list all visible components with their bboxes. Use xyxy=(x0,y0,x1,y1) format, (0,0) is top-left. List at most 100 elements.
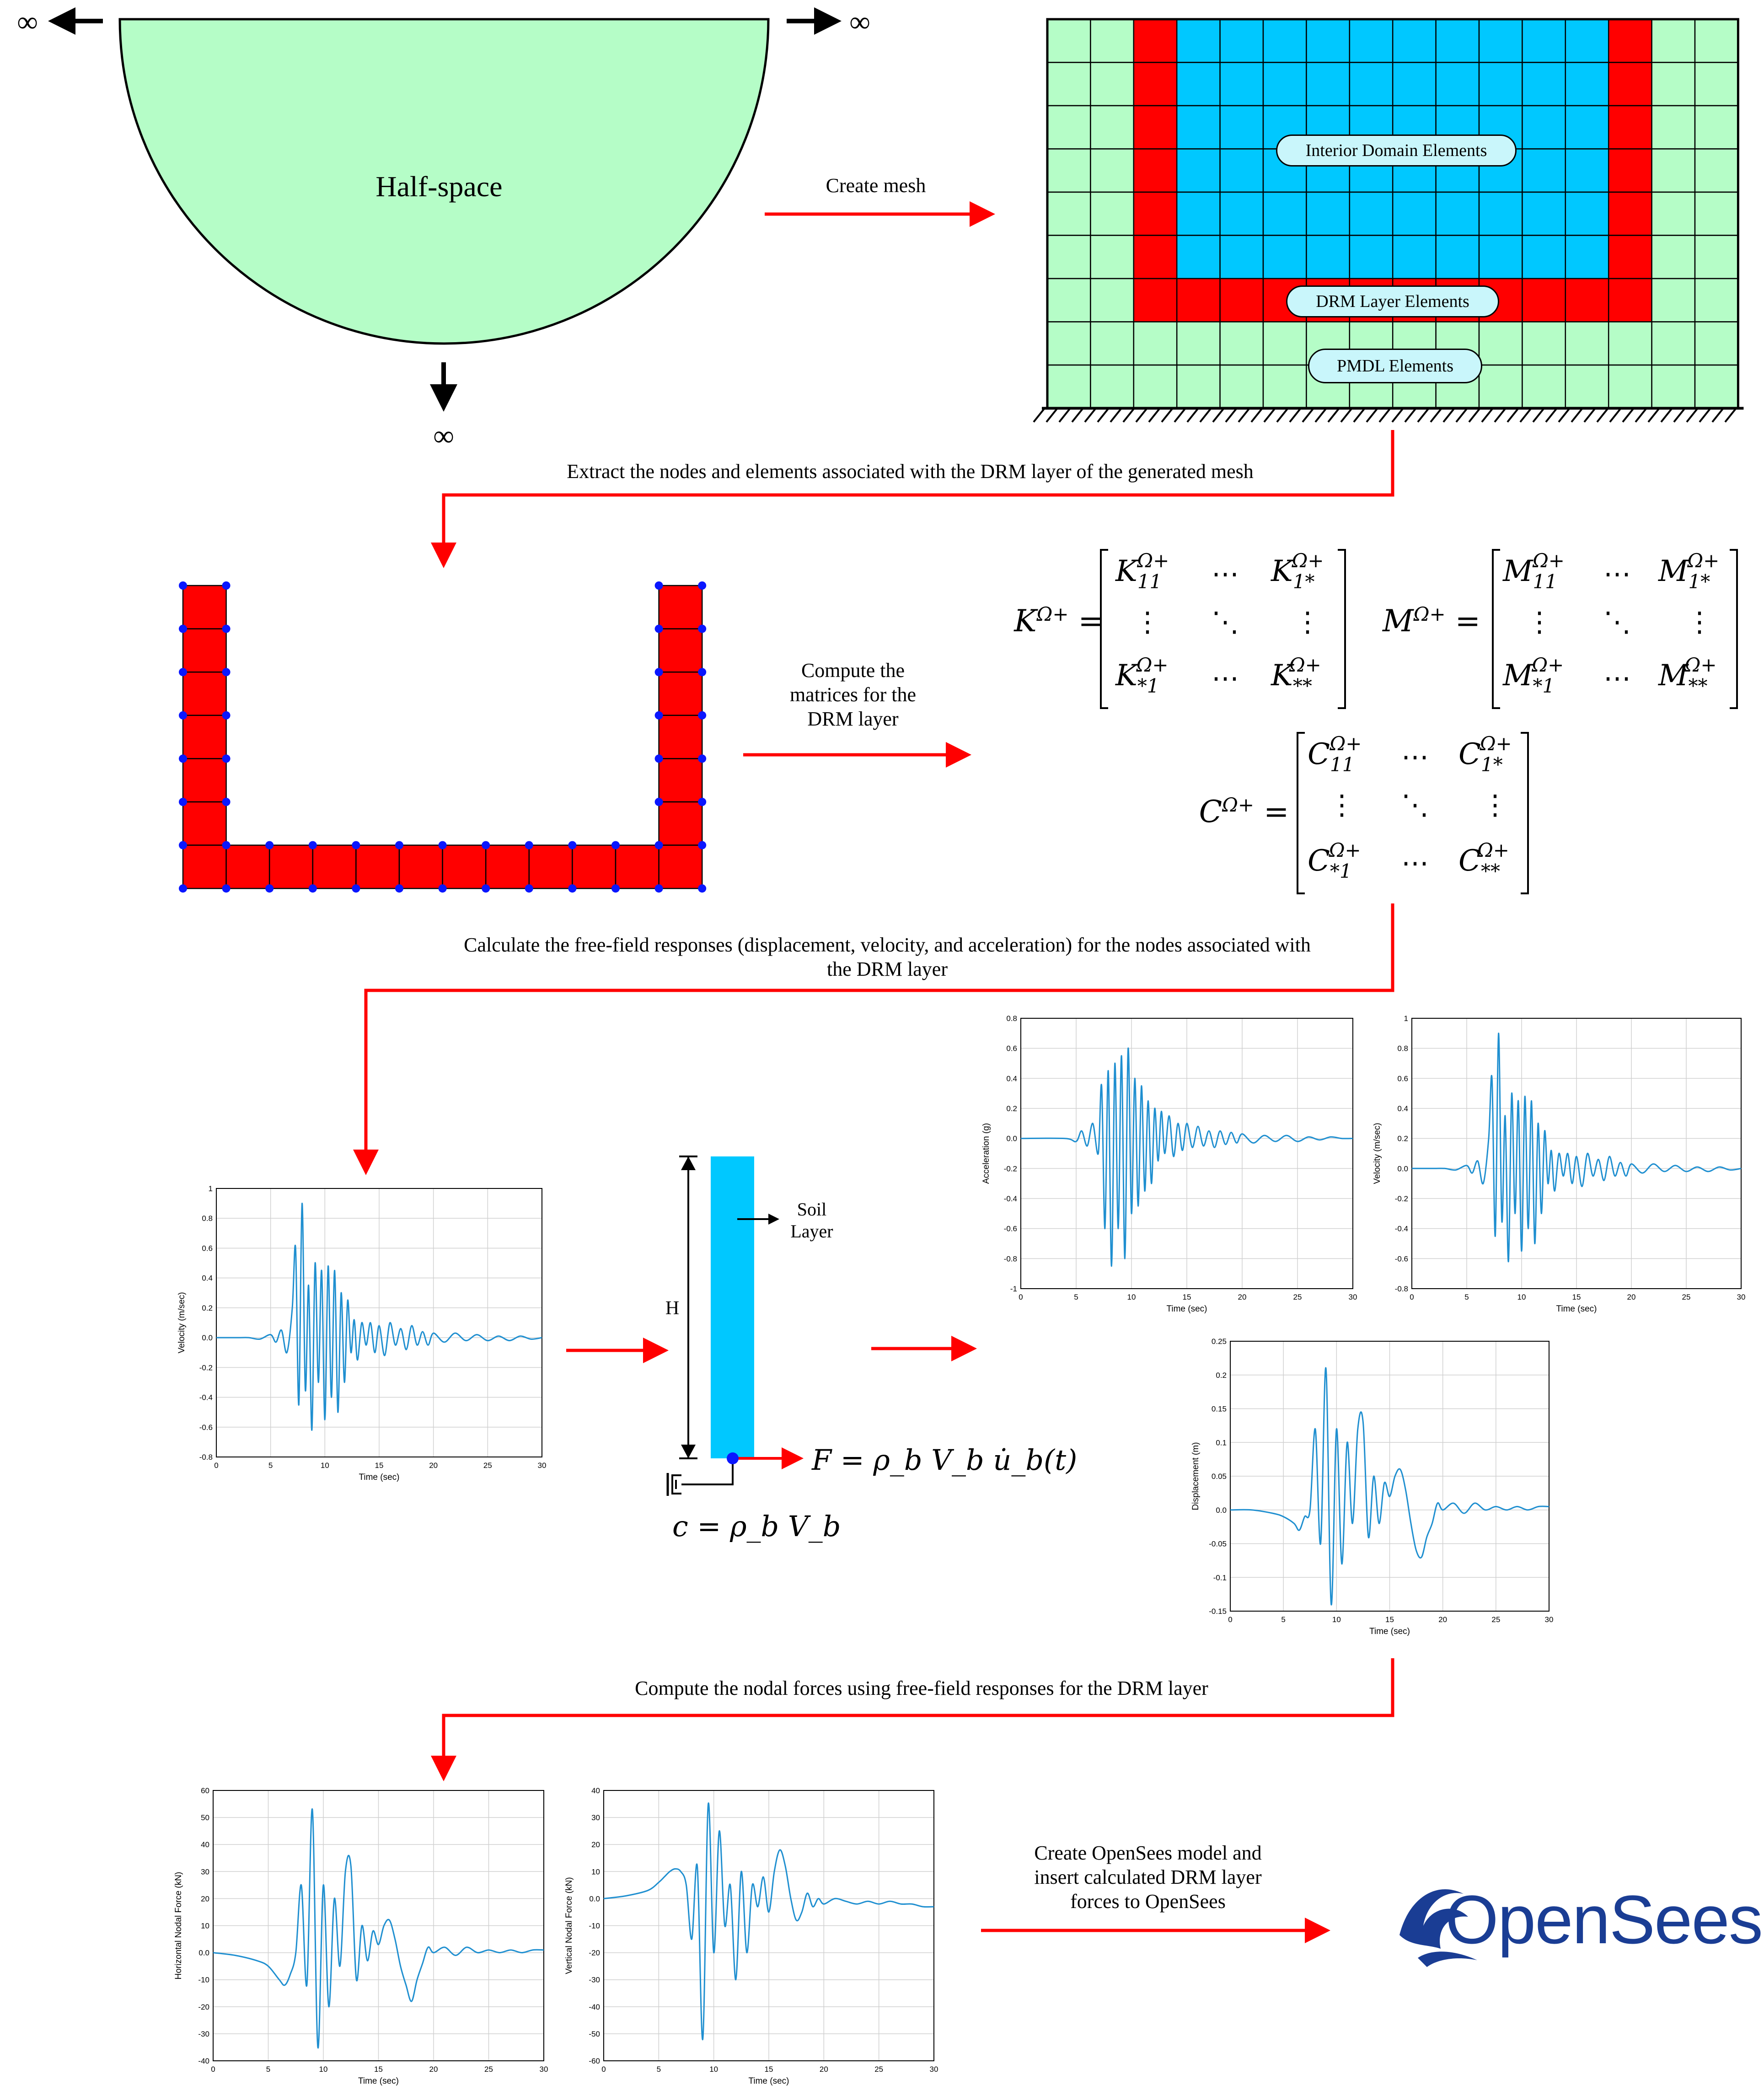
mesh-cell xyxy=(1176,62,1221,107)
drm-node xyxy=(179,841,187,849)
x-tick-label: 20 xyxy=(820,2065,828,2074)
y-tick-label: -0.6 xyxy=(199,1423,213,1432)
mesh-cell xyxy=(1219,278,1264,323)
drm-node xyxy=(352,884,360,893)
mesh-cell xyxy=(1262,105,1307,150)
mesh-cell xyxy=(1176,18,1221,63)
support-hatch xyxy=(1622,408,1635,423)
mesh-cell xyxy=(1392,105,1437,150)
mesh-cell xyxy=(1046,321,1091,366)
drm-node xyxy=(698,668,707,677)
x-tick-label: 15 xyxy=(1572,1293,1581,1301)
drm-node xyxy=(525,841,533,849)
y-tick-label: -0.6 xyxy=(1395,1254,1408,1263)
mesh-cell xyxy=(1392,18,1437,63)
y-tick-label: 0.8 xyxy=(1006,1014,1017,1023)
mesh-cell xyxy=(1608,364,1652,409)
mesh-cell xyxy=(1392,321,1437,366)
mesh-cell xyxy=(1176,364,1221,409)
support-hatch xyxy=(1199,408,1212,423)
support-hatch xyxy=(1673,408,1686,423)
y-tick-label: -40 xyxy=(589,2003,600,2011)
mesh-cell xyxy=(1478,191,1523,236)
x-tick-label: 0 xyxy=(214,1461,218,1470)
support-hatch xyxy=(1583,408,1596,423)
mesh-cell xyxy=(1651,105,1696,150)
drm-node xyxy=(568,884,577,893)
mesh-cell xyxy=(1133,321,1178,366)
mesh-cell xyxy=(1608,321,1652,366)
support-hatch xyxy=(1430,408,1442,423)
y-tick-label: 10 xyxy=(201,1922,209,1930)
mesh-cell xyxy=(1694,278,1739,323)
halfspace-shape xyxy=(118,18,770,345)
x-tick-label: 10 xyxy=(1332,1615,1341,1624)
mesh-cell xyxy=(1219,62,1264,107)
mesh-cell xyxy=(1694,191,1739,236)
x-tick-label: 25 xyxy=(874,2065,883,2074)
support-hatch xyxy=(1033,408,1046,423)
drm-node xyxy=(654,624,663,633)
mesh-cell xyxy=(1478,278,1523,323)
mesh-cell xyxy=(1219,191,1264,236)
y-tick-label: 30 xyxy=(591,1813,600,1822)
y-tick-label: 0.25 xyxy=(1212,1337,1227,1346)
drm-node xyxy=(654,754,663,763)
mesh-cell xyxy=(1262,148,1307,193)
mesh-cell xyxy=(1349,235,1394,280)
mesh-cell xyxy=(1651,148,1696,193)
mesh-grid xyxy=(1033,18,1744,423)
mesh-cell xyxy=(1262,191,1307,236)
mesh-cell xyxy=(1478,18,1523,63)
support-hatch xyxy=(1635,408,1647,423)
opensees-logo-mark xyxy=(1399,1889,1477,1967)
mesh-cell xyxy=(1133,62,1178,107)
mesh-cell xyxy=(1651,62,1696,107)
support-hatch xyxy=(1186,408,1199,423)
x-tick-label: 20 xyxy=(1238,1293,1247,1301)
mesh-cell xyxy=(1046,191,1091,236)
mesh-cell xyxy=(1133,18,1178,63)
drm-node xyxy=(654,798,663,806)
drm-node xyxy=(698,711,707,720)
drm-element xyxy=(182,758,227,803)
plot-frame xyxy=(1411,1018,1742,1289)
drm-element xyxy=(485,844,530,889)
soil-column xyxy=(711,1156,754,1458)
support-hatch xyxy=(1686,408,1699,423)
support-hatch xyxy=(1161,408,1174,423)
y-tick-label: 0.6 xyxy=(1397,1074,1408,1083)
mesh-cell xyxy=(1651,191,1696,236)
support-hatch xyxy=(1571,408,1583,423)
drm-node xyxy=(179,624,187,633)
mesh-cell xyxy=(1349,278,1394,323)
mesh-cell xyxy=(1392,62,1437,107)
support-hatch xyxy=(1058,408,1071,423)
mesh-cell xyxy=(1349,18,1394,63)
mesh-cell xyxy=(1306,235,1351,280)
mesh-cell xyxy=(1694,18,1739,63)
drm-element xyxy=(182,715,227,759)
mesh-cell xyxy=(1435,235,1480,280)
mesh-cell xyxy=(1090,62,1135,107)
drm-node xyxy=(654,884,663,893)
x-tick-label: 10 xyxy=(1517,1293,1526,1301)
y-tick-label: -20 xyxy=(198,2003,209,2011)
y-tick-label: 0.1 xyxy=(1216,1438,1227,1447)
drm-element xyxy=(658,801,703,846)
mesh-cell xyxy=(1090,18,1135,63)
x-axis-label: Time (sec) xyxy=(748,2076,789,2086)
drm-element xyxy=(658,715,703,759)
support-hatch xyxy=(1097,408,1110,423)
support-hatch xyxy=(1110,408,1122,423)
drm-node xyxy=(222,624,231,633)
support-hatch xyxy=(1071,408,1084,423)
mesh-cell xyxy=(1262,235,1307,280)
connector-free-field xyxy=(353,903,1394,1175)
y-tick-label: 40 xyxy=(201,1840,209,1849)
drm-element xyxy=(182,671,227,716)
support-hatch xyxy=(1174,408,1186,423)
mesh-cell xyxy=(1046,278,1091,323)
mesh-cell xyxy=(1651,18,1696,63)
series-line xyxy=(213,1808,544,2049)
